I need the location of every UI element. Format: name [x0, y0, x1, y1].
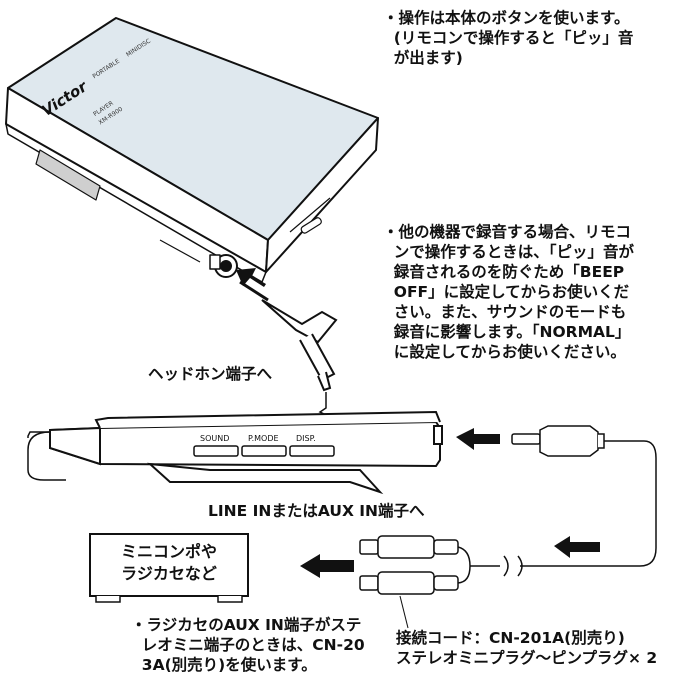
rca-plugs [359, 535, 459, 595]
mini-plug-cable [470, 440, 657, 567]
arrow-to-remote [456, 428, 500, 450]
stereo-mini-plug [511, 425, 605, 457]
sound-label: SOUND [200, 434, 229, 443]
note-top: ・操作は本体のボタンを使います。 (リモコンで操作すると「ピッ」音 が出ます) [383, 9, 634, 67]
arrow-cable [554, 536, 600, 558]
disp-label: DISP. [296, 434, 316, 443]
stereo-box [89, 533, 249, 603]
cord-label: 接続コード：CN-201A(別売り) ステレオミニプラグ～ピンプラグ× 2 [396, 629, 658, 667]
headphone-label: ヘッドホン端子へ [148, 365, 273, 383]
note-middle: ・他の機器で録音する場合、リモコ ンで操作するときは、「ピッ」音が 録音されるの… [383, 223, 635, 361]
headphone-plug [239, 280, 338, 392]
arrow-to-box [300, 554, 354, 578]
arrow-to-jack [236, 268, 266, 287]
cord-leader-line [399, 595, 409, 629]
box-label: ミニコンポや ラジカセなど [120, 542, 217, 583]
remote-control [49, 410, 443, 495]
remote-buttons: SOUND P.MODE DISP. [200, 434, 316, 443]
md-player [5, 17, 379, 283]
note-bottom: ・ラジカセのAUX IN端子がステ レオミニ端子のときは、CN-20 3A(別売… [131, 616, 365, 674]
line-in-label: LINE INまたはAUX IN端子へ [208, 502, 425, 520]
pmode-label: P.MODE [248, 434, 279, 443]
